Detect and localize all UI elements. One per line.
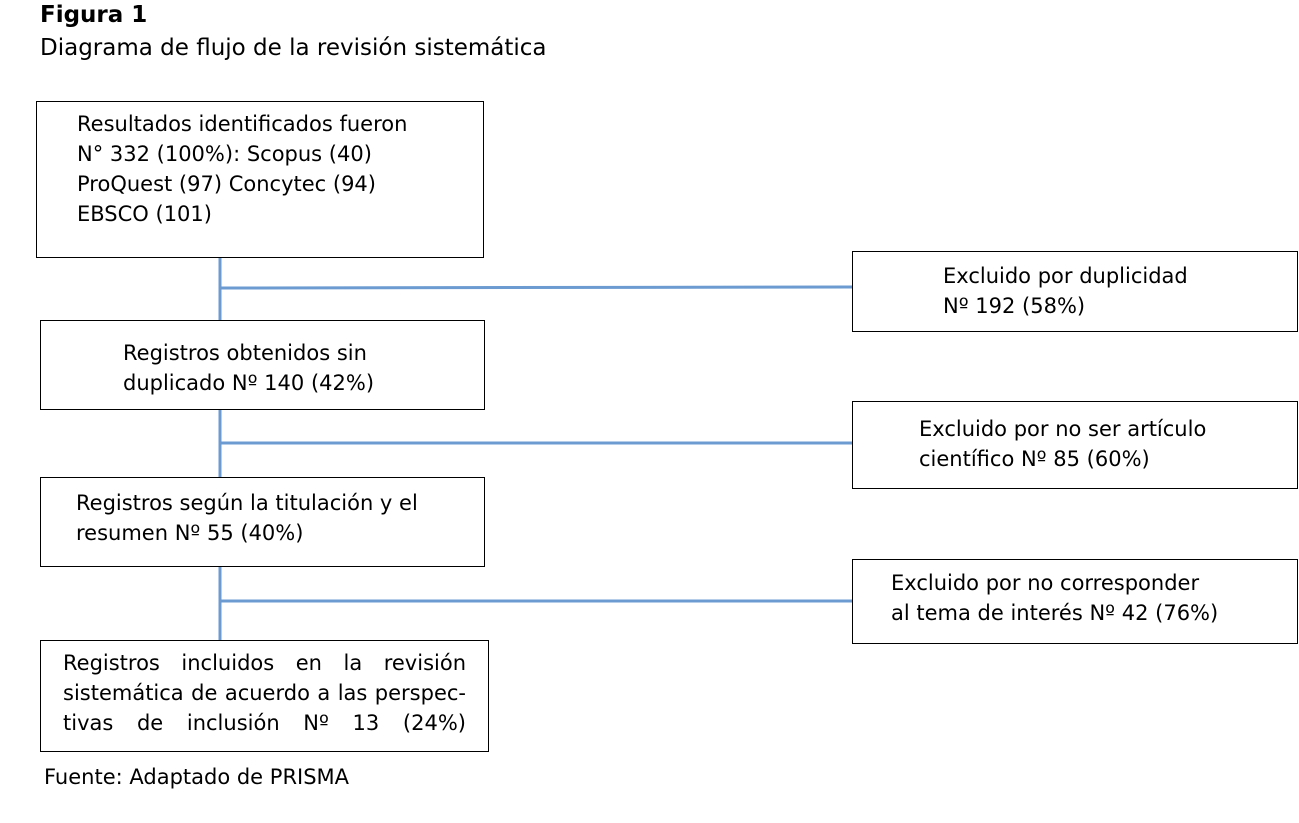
box-records-included: Registros incluidos en la revisión siste… bbox=[40, 640, 489, 752]
box-records-without-duplicates: Registros obtenidos sin duplicado Nº 140… bbox=[40, 320, 485, 410]
connector-branch-1 bbox=[219, 285, 853, 290]
figure-label: Figura 1 bbox=[40, 2, 148, 28]
box-identified-line-3: ProQuest (97) Concytec (94) bbox=[77, 172, 376, 196]
box-excluded-not-article-line-1: Excluido por no ser artículo bbox=[919, 417, 1207, 441]
box-included-line-2: sistemática de acuerdo a las perspec- bbox=[63, 681, 466, 705]
box-identified-records: Resultados identificados fueron N° 332 (… bbox=[36, 101, 484, 258]
box-excluded-not-scientific-article: Excluido por no ser artículo científico … bbox=[852, 401, 1298, 489]
box-excluded-not-article-line-2: científico Nº 85 (60%) bbox=[919, 447, 1150, 471]
box-identified-line-1: Resultados identificados fueron bbox=[77, 112, 408, 136]
box-excluded-duplicates-line-2: Nº 192 (58%) bbox=[943, 294, 1086, 318]
box-no-duplicates-line-1: Registros obtenidos sin bbox=[123, 341, 367, 365]
figure-source: Fuente: Adaptado de PRISMA bbox=[44, 765, 350, 789]
box-identified-line-2: N° 332 (100%): Scopus (40) bbox=[77, 142, 372, 166]
box-included-line-3: tivas de inclusión Nº 13 (24%) bbox=[63, 711, 466, 735]
box-excluded-off-topic-line-2: al tema de interés Nº 42 (76%) bbox=[891, 601, 1219, 625]
box-excluded-duplicates-line-1: Excluido por duplicidad bbox=[943, 264, 1188, 288]
box-no-duplicates-line-2: duplicado Nº 140 (42%) bbox=[123, 371, 375, 395]
box-excluded-off-topic: Excluido por no corresponder al tema de … bbox=[852, 559, 1298, 644]
box-included-line-1: Registros incluidos en la revisión bbox=[63, 651, 466, 675]
box-title-abstract-line-2: resumen Nº 55 (40%) bbox=[76, 521, 304, 545]
box-title-abstract-line-1: Registros según la titulación y el bbox=[76, 491, 418, 515]
box-excluded-duplicates: Excluido por duplicidad Nº 192 (58%) bbox=[852, 251, 1298, 332]
box-excluded-off-topic-line-1: Excluido por no corresponder bbox=[891, 571, 1200, 595]
box-identified-line-4: EBSCO (101) bbox=[77, 202, 212, 226]
figure-title: Diagrama de flujo de la revisión sistemá… bbox=[40, 35, 547, 61]
box-records-title-abstract: Registros según la titulación y el resum… bbox=[40, 477, 485, 567]
